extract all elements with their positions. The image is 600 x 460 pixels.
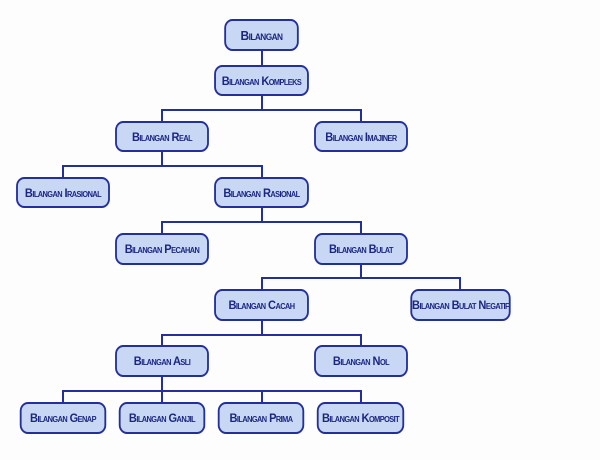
node-bilangan-irasional: Bilangan Irasional <box>16 177 110 208</box>
node-bilangan-asli: Bilangan Asli <box>115 345 209 377</box>
node-bilangan: Bilangan <box>224 19 299 51</box>
node-bilangan-genap: Bilangan Genap <box>19 402 107 434</box>
node-bilangan-bulat: Bilangan Bulat <box>314 233 408 265</box>
node-bilangan-komposit: Bilangan Komposit <box>316 402 405 434</box>
connector-bulat-children <box>261 265 461 289</box>
node-bilangan-real: Bilangan Real <box>115 121 209 152</box>
node-bilangan-rasional: Bilangan Rasional <box>214 177 309 208</box>
node-bilangan-pecahan: Bilangan Pecahan <box>115 233 209 265</box>
node-bilangan-kompleks: Bilangan Kompleks <box>214 65 309 96</box>
connector-asli-children <box>62 377 362 402</box>
connector-real-children <box>62 152 263 177</box>
node-bilangan-cacah: Bilangan Cacah <box>214 289 309 321</box>
node-bilangan-bulat-negatif: Bilangan Bulat Negatif <box>410 289 511 321</box>
node-bilangan-nol: Bilangan Nol <box>314 345 408 377</box>
connector-rasional-children <box>161 208 362 233</box>
node-bilangan-imajiner: Bilangan Imajiner <box>314 121 408 152</box>
connector-kompleks-children <box>161 96 362 121</box>
node-bilangan-ganjil: Bilangan Ganjil <box>118 402 206 434</box>
node-bilangan-prima: Bilangan Prima <box>217 402 305 434</box>
connector-cacah-children <box>161 321 362 345</box>
